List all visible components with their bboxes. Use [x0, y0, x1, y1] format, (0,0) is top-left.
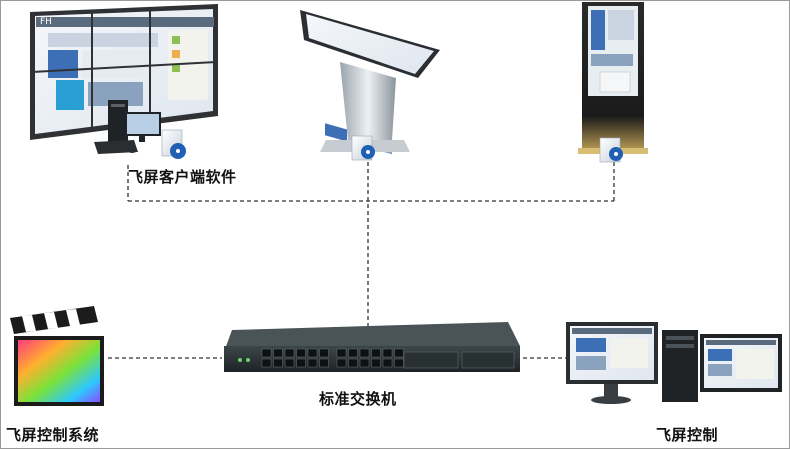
switch-port [261, 358, 272, 368]
switch-port [336, 348, 347, 358]
client-desktop-pc [94, 100, 161, 154]
network-switch [224, 322, 520, 372]
label-control: 飞屏控制 [656, 426, 719, 444]
switch-port [371, 348, 381, 358]
switch-port [273, 348, 283, 358]
switch-port [273, 358, 283, 368]
control-pc [566, 322, 782, 404]
label-client-software: 飞屏客户端软件 [128, 168, 237, 186]
wall-logo: FH [40, 17, 52, 27]
software-disc-icon [161, 129, 186, 159]
switch-port [296, 358, 306, 368]
switch-port [284, 358, 295, 368]
switch-port [394, 358, 404, 368]
touch-kiosk [300, 10, 440, 155]
switch-port [261, 348, 272, 358]
switch-port [319, 358, 329, 368]
switch-port [336, 358, 347, 368]
label-control-system: 飞屏控制系统 [6, 426, 100, 444]
switch-port [359, 358, 370, 368]
switch-port [348, 348, 358, 358]
switch-port [394, 348, 404, 358]
switch-port [382, 348, 393, 358]
network-links [108, 162, 615, 359]
software-disc-icon [599, 137, 623, 163]
switch-port [307, 358, 318, 368]
switch-port [371, 358, 381, 368]
switch-port [348, 358, 358, 368]
software-disc-icon [351, 135, 375, 161]
switch-port [296, 348, 306, 358]
clapperboard-icon [10, 306, 104, 406]
switch-port [307, 348, 318, 358]
label-switch: 标准交换机 [319, 390, 397, 408]
switch-port [359, 348, 370, 358]
switch-port [382, 358, 393, 368]
switch-port [284, 348, 295, 358]
switch-port [319, 348, 329, 358]
video-wall: FH [30, 4, 218, 140]
standing-signage [578, 2, 648, 154]
